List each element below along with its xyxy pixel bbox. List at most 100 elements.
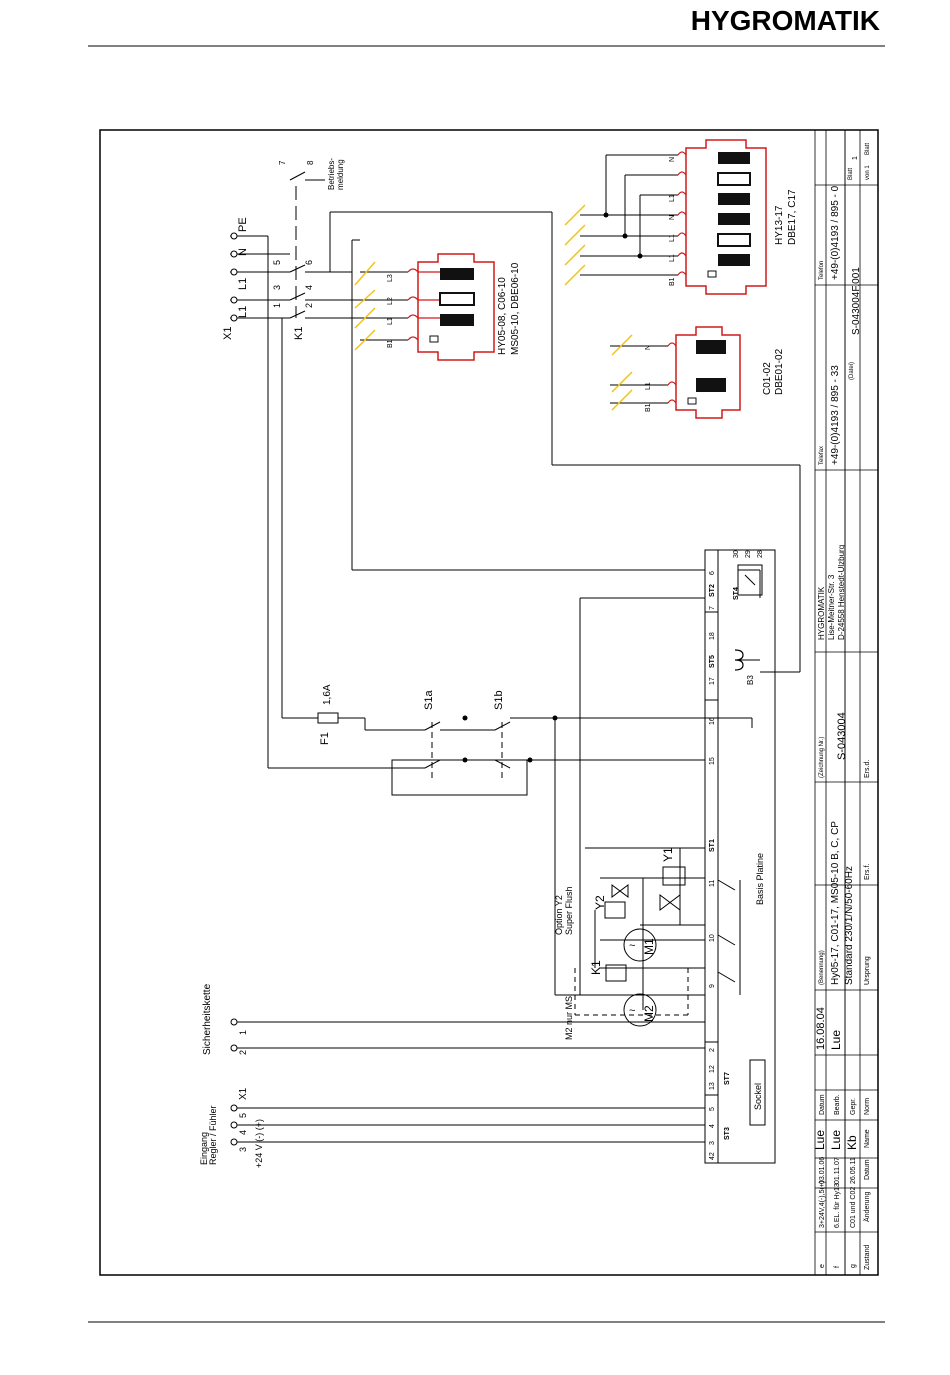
rev-g-z: g: [850, 1264, 857, 1268]
hy13-label-2: DBE17, C17: [787, 189, 798, 245]
m1-motor: [623, 928, 657, 962]
pin-16: 16: [709, 717, 716, 725]
hy05-pin-l2: L2: [387, 297, 394, 305]
sich-num-1: 1: [238, 1030, 248, 1035]
eingang-num-5: 5: [238, 1113, 248, 1118]
tb-benennung-2: Standard 230/1/N/50-60Hz: [844, 866, 855, 985]
eingang-x1: X1: [238, 1087, 249, 1100]
st2-label: ST2: [709, 584, 716, 597]
terminal-n2: [230, 268, 238, 276]
sich-num-2: 2: [238, 1050, 248, 1055]
tb-blatt-label: Blatt: [848, 168, 854, 180]
tb-ersd: Ers.d.: [864, 760, 871, 778]
eingang-num-4: 4: [238, 1130, 248, 1135]
hy13-housing: [685, 139, 767, 295]
hy05-label-2: MS05-10, DBE06-10: [510, 262, 521, 355]
c01-pin-l1: L1: [645, 382, 652, 390]
pin-11: 11: [709, 880, 716, 887]
c01-label-2: DBE01-02: [774, 348, 785, 395]
terminal-l1a: [230, 296, 238, 304]
b3-label: B3: [746, 675, 755, 685]
relay-num-8: 8: [306, 160, 315, 165]
tb-blatt2: Blatt: [865, 143, 871, 155]
pin-42: 42: [709, 1152, 716, 1160]
tb-datei-label: (Datei): [849, 362, 855, 380]
pin-13: 13: [709, 1082, 716, 1090]
pin-10: 10: [709, 934, 716, 942]
supply-terminals: X1 PE N L1 L1 K1 1 2 3 4 5 6 7 8 Betrieb…: [222, 158, 345, 340]
k1-num-3: 3: [272, 285, 282, 290]
tb-benennung-1: Hy05-17, C01-17, MS05-10 B, C, CP: [830, 821, 841, 985]
hy05-electrode-3: [440, 314, 474, 326]
s1a-label: S1a: [423, 690, 435, 710]
sensor-b3: B3: [734, 649, 755, 685]
k1-num-1: 1: [272, 303, 282, 308]
k1-num-5: 5: [272, 260, 282, 265]
relay-st4: ST4: [733, 564, 763, 600]
st7-label: ST7: [724, 1072, 731, 1085]
hy13-pin-l1b: L1: [669, 234, 676, 242]
module-c01: B1 L1 N C01-02 DBE01-02: [610, 326, 785, 419]
betrieb-1: Betriebs-: [327, 158, 336, 190]
c01-electrode-1: [696, 340, 726, 354]
hy13-electrode-5: [717, 233, 751, 247]
pin-7: 7: [709, 606, 716, 610]
tb-telefon: +49-(0)4193 / 895 - 0: [830, 185, 841, 280]
hygromatik-logo: HYGROMATIK: [691, 5, 880, 36]
valves-motors: Y1 Y2 Option Y2 Super Flush M1 ~ K1 M2 ~…: [554, 847, 765, 1040]
hy13-electrode-3: [718, 193, 750, 205]
hy13-pin-n2: N: [669, 157, 676, 162]
c01-label-1: C01-02: [762, 362, 773, 395]
sicherheit-label: Sicherheitskette: [202, 983, 213, 1055]
rev-e-name: Lue: [813, 1130, 827, 1150]
tb-benennung-label: (Benennung): [819, 950, 825, 985]
st4-label: ST4: [733, 587, 740, 600]
eingang-num-3: 3: [238, 1147, 248, 1152]
k1-label: K1: [293, 327, 305, 340]
hy13-node-2: [622, 233, 628, 239]
c01-pin-n: N: [645, 345, 652, 350]
tb-blatt: 1: [852, 156, 859, 160]
terminal-pe: [230, 232, 238, 240]
eingang-2: Regler / Fühler: [208, 1105, 218, 1165]
rev-e-date: 03.01.06: [819, 1157, 826, 1184]
tb-company-1: HYGROMATIK: [817, 586, 826, 640]
pe-label: PE: [237, 217, 249, 232]
pin-17: 17: [709, 677, 716, 685]
safety-input: Sicherheitskette 1 2 Eingang Regler / Fü…: [199, 983, 264, 1168]
hy13-pin-l1c: L1: [669, 194, 676, 202]
eingang-1: Eingang: [199, 1132, 209, 1165]
rev-f-z: f: [834, 1266, 841, 1268]
pin-18: 18: [709, 632, 716, 640]
c01-sensor: [687, 397, 697, 405]
hy05-electrode-1: [440, 268, 474, 280]
hy05-sensor: [429, 335, 439, 343]
m2-motor: [623, 993, 657, 1027]
switch-s1: S1a S1b: [423, 690, 558, 763]
m1-tilde-icon: ~: [629, 940, 635, 952]
connector-strip: Sockel ST2 ST5 ST1 ST7 ST3 42 3 4 5 13 1…: [704, 549, 776, 1164]
tb-date: 16.08.04: [815, 1007, 827, 1050]
pin-2: 2: [709, 1048, 716, 1052]
c01-electrode-2: [696, 378, 726, 392]
pin-5: 5: [709, 1107, 716, 1111]
rev-f-change: 6.EL. für Hy13: [834, 1183, 841, 1228]
module-hy13: B1 L1 L1 N L1 N HY13-17 DBE17, C17: [564, 139, 798, 295]
title-block-text: e 3+24V,4(-),5(+) 03.01.06 Lue f 6.EL. f…: [813, 143, 871, 1270]
hdr-zustand: Zustand: [864, 1245, 871, 1270]
y1-coil: [662, 866, 686, 886]
l1b-label: L1: [237, 306, 249, 318]
tb-telefax: +49-(0)4193 / 895 - 33: [830, 365, 841, 465]
pin-4: 4: [709, 1124, 716, 1128]
m2-label: M2: [642, 1005, 656, 1022]
st5-label: ST5: [709, 655, 716, 668]
pin-28: 28: [757, 550, 764, 558]
terminal-l1b: [230, 314, 238, 322]
y1-label: Y1: [661, 847, 675, 862]
y2-coil: [604, 901, 626, 919]
drawing-frame: [99, 129, 879, 1276]
side-gepr: Gepr.: [850, 1098, 857, 1115]
k1-num-2: 2: [304, 303, 314, 308]
c01-housing: [675, 326, 741, 419]
